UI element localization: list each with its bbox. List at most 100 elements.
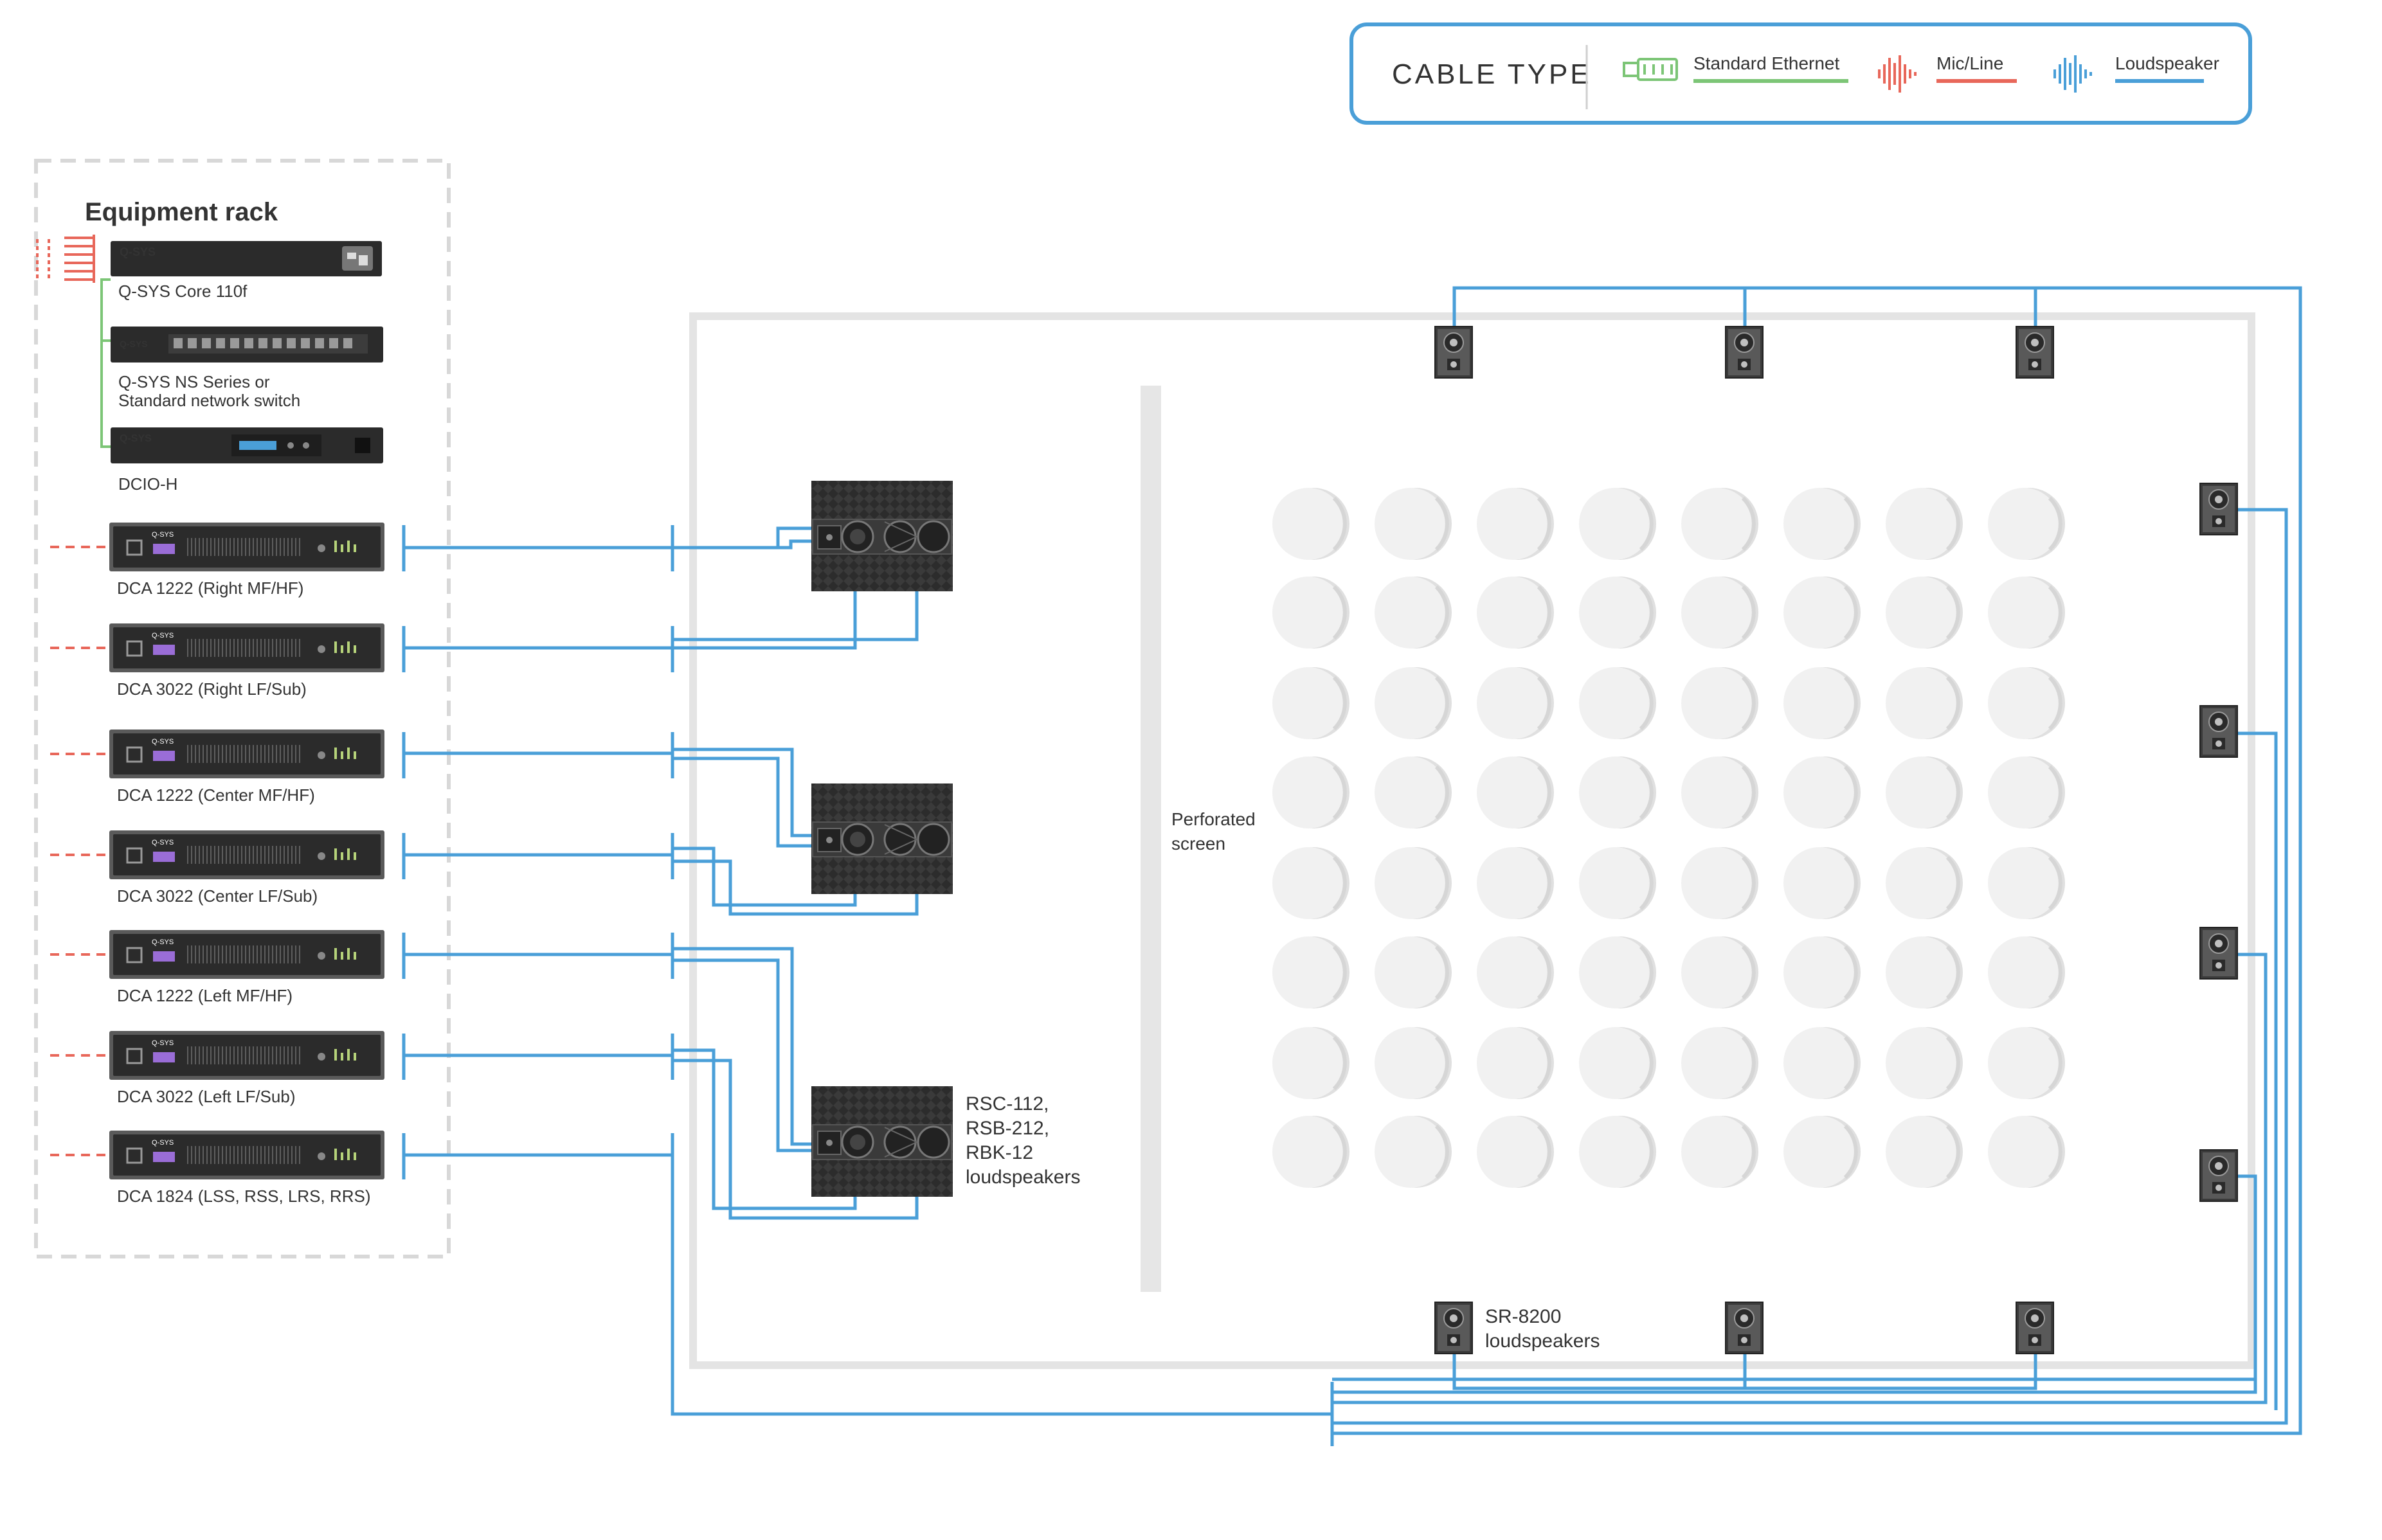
legend-ethernet-label: Standard Ethernet <box>1693 53 1839 73</box>
core-label: Q-SYS Core 110f <box>118 282 248 301</box>
amplifier-label: DCA 1824 (LSS, RSS, LRS, RRS) <box>117 1186 370 1206</box>
audience-seat <box>1477 577 1554 649</box>
sr-8200-speaker <box>1725 326 1764 379</box>
amplifier-label: DCA 1222 (Center MF/HF) <box>117 785 315 805</box>
audience-seat <box>1579 1116 1656 1188</box>
switch-label-line1: Q-SYS NS Series or <box>118 372 270 391</box>
screen-speaker-group <box>811 481 953 1197</box>
audience-seat <box>1375 667 1452 739</box>
audience-seat <box>1375 1116 1452 1188</box>
audience-seat <box>1579 577 1656 649</box>
core-brand-logo: Q-SYS <box>120 246 156 258</box>
audience-seat <box>1681 577 1758 649</box>
amplifier-2: Q-SYS DCA 3022 (Right LF/Sub) <box>50 623 674 699</box>
audience-seat <box>1886 488 1963 560</box>
sr-8200-speaker <box>2199 927 2238 980</box>
audience-seat <box>1477 936 1554 1008</box>
audience-seat <box>1681 667 1758 739</box>
amplifier-brand-logo: Q-SYS <box>152 938 174 946</box>
audience-seat <box>1477 847 1554 919</box>
amplifier-label: DCA 1222 (Left MF/HF) <box>117 986 293 1005</box>
screen-speakers-label-2: RSB-212, <box>966 1118 1049 1139</box>
audience-seat <box>1579 488 1656 560</box>
mic-line-inputs-icon <box>36 235 95 283</box>
audience-seat <box>1579 1027 1656 1099</box>
amplifier-brand-logo: Q-SYS <box>152 632 174 640</box>
amplifier-5: Q-SYS DCA 1222 (Left MF/HF) <box>50 930 674 1005</box>
perforated-screen <box>1141 386 1161 1292</box>
legend-mic-line-label: Mic/Line <box>1936 53 2003 73</box>
dcio-label: DCIO-H <box>118 474 177 494</box>
audience-seat <box>1783 577 1861 649</box>
amplifier-label: DCA 3022 (Left LF/Sub) <box>117 1087 295 1106</box>
sr-8200-speaker <box>1434 326 1473 379</box>
mic-line-waveform-icon <box>1878 55 1917 93</box>
audience-seat <box>1886 1116 1963 1188</box>
audience-seat <box>1886 577 1963 649</box>
audience-seat <box>1272 847 1349 919</box>
screen-speaker-center <box>811 783 953 894</box>
audience-seat <box>1988 1116 2065 1188</box>
sr-8200-speaker <box>2199 1149 2238 1202</box>
sr-8200-speaker <box>1434 1302 1473 1354</box>
audience-seat <box>1579 936 1656 1008</box>
audience-seat <box>1477 1116 1554 1188</box>
sr-8200-speaker <box>2199 483 2238 535</box>
switch-brand-logo: Q-SYS <box>120 339 148 349</box>
amplifier-brand-logo: Q-SYS <box>152 738 174 746</box>
audience-seat <box>1477 1027 1554 1099</box>
audience-seat <box>1272 1116 1349 1188</box>
equipment-rack: Equipment rack Q-SYS Q-SYS Core 110f <box>34 159 674 1258</box>
theater-room: Perforated screen RSC-112, RSB-212, RBK-… <box>689 312 2255 1369</box>
audience-seat <box>1681 757 1758 828</box>
qsys-core-110f: Q-SYS <box>111 241 382 276</box>
audience-seat <box>1783 1027 1861 1099</box>
amplifier-brand-logo: Q-SYS <box>152 1039 174 1047</box>
amplifier-label: DCA 3022 (Center LF/Sub) <box>117 886 318 906</box>
switch-label-line2: Standard network switch <box>118 391 300 410</box>
audience-seat <box>1579 667 1656 739</box>
screen-speakers-label-1: RSC-112, <box>966 1093 1049 1115</box>
dcio-brand-logo: Q-SYS <box>120 433 152 444</box>
screen-speakers-label-3: RBK-12 <box>966 1142 1033 1163</box>
amplifier-6: Q-SYS DCA 3022 (Left LF/Sub) <box>50 1031 674 1106</box>
screen-speakers-label-4: loudspeakers <box>966 1167 1080 1188</box>
amplifier-label: DCA 3022 (Right LF/Sub) <box>117 679 307 699</box>
amplifier-brand-logo: Q-SYS <box>152 839 174 846</box>
surround-speaker-group <box>1434 326 2238 1354</box>
amplifier-brand-logo: Q-SYS <box>152 1139 174 1147</box>
sr-8200-speaker <box>1725 1302 1764 1354</box>
audience-seat <box>1886 936 1963 1008</box>
loudspeaker-cables <box>404 286 2302 1446</box>
amplifier-4: Q-SYS DCA 3022 (Center LF/Sub) <box>50 830 674 906</box>
audience-seat <box>1375 847 1452 919</box>
ethernet-links <box>100 278 111 448</box>
audience-seat <box>1988 936 2065 1008</box>
audience-seat <box>1681 1027 1758 1099</box>
audience-seat <box>1375 1027 1452 1099</box>
audience-seat <box>1272 488 1349 560</box>
audience-seat <box>1272 577 1349 649</box>
audience-seat <box>1886 667 1963 739</box>
audience-seat <box>1988 488 2065 560</box>
audience-seat <box>1375 488 1452 560</box>
sr-8200-speaker <box>2199 705 2238 758</box>
sr-8200-speaker <box>2016 326 2054 379</box>
audience-seat <box>1988 847 2065 919</box>
audience-seat <box>1783 847 1861 919</box>
dcio-h: Q-SYS <box>111 427 383 463</box>
audience-seat <box>1477 488 1554 560</box>
audience-seat <box>1783 667 1861 739</box>
legend-loudspeaker-label: Loudspeaker <box>2115 53 2219 73</box>
audience-seat <box>1681 847 1758 919</box>
audience-seating <box>1272 488 2065 1188</box>
cable-type-legend: CABLE TYPE Standard Ethernet Mic/Line <box>1349 22 2252 125</box>
audience-seat <box>1272 757 1349 828</box>
screen-speaker-right <box>811 481 953 591</box>
amplifier-label: DCA 1222 (Right MF/HF) <box>117 578 303 598</box>
audience-seat <box>1988 1027 2065 1099</box>
audience-seat <box>1681 1116 1758 1188</box>
audience-seat <box>1272 1027 1349 1099</box>
